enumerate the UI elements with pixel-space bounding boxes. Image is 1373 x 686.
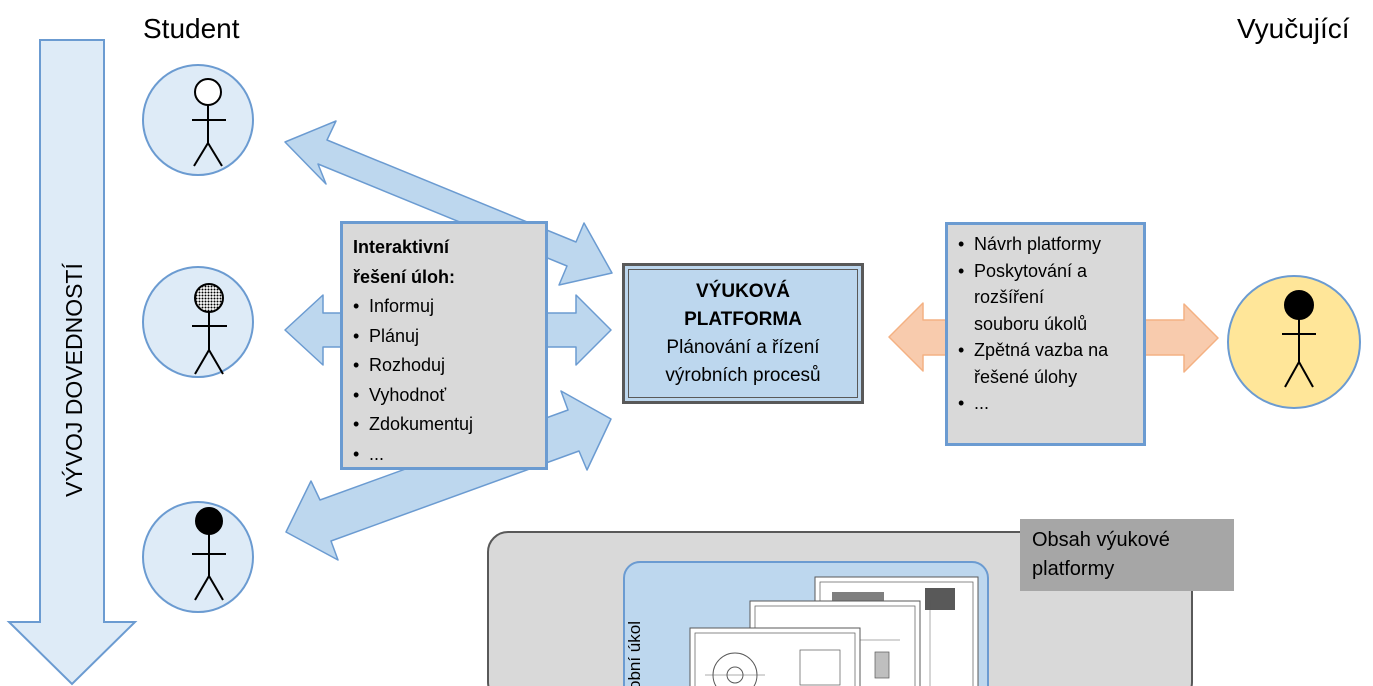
task-item-evaluate: Vyhodnoť: [353, 381, 535, 411]
interactive-tasks-box: Interaktivní řešení úloh: Informuj Plánu…: [340, 221, 548, 470]
teacher-list: Návrh platformy Poskytování a rozšíření …: [958, 231, 1133, 417]
technical-drawing-sheets-icon: [689, 576, 979, 686]
platform-subtitle-line2: výrobních procesů: [665, 364, 821, 386]
teacher-item-task-provision: Poskytování a rozšíření souboru úkolů: [958, 258, 1133, 338]
stick-figure-beginner-icon: [192, 78, 226, 167]
platform-subtitle-line1: Plánování a řízení: [666, 336, 820, 358]
skill-development-arrow: [6, 39, 138, 686]
tasks-title-line2: řešení úloh:: [353, 266, 456, 287]
teacher-item-feedback: Zpětná vazba na řešené úlohy: [958, 337, 1133, 390]
task-item-inform: Informuj: [353, 292, 535, 322]
student-heading: Student: [143, 13, 240, 44]
tasks-list: Informuj Plánuj Rozhoduj Vyhodnoť Zdokum…: [353, 292, 535, 469]
task-item-decide: Rozhoduj: [353, 351, 535, 381]
teacher-item-platform-design: Návrh platformy: [958, 231, 1133, 258]
task-item-plan: Plánuj: [353, 322, 535, 352]
learning-platform-box: VÝUKOVÁ PLATFORMA Plánování a řízení výr…: [622, 263, 864, 404]
arrow-orange-left: [888, 302, 953, 372]
tasks-title-line1: Interaktivní: [353, 237, 450, 257]
stick-figure-advanced-icon: [192, 507, 226, 601]
task-item-document: Zdokumentuj: [353, 410, 535, 440]
platform-title-line1: VÝUKOVÁ: [696, 280, 790, 302]
teacher-tasks-box: Návrh platformy Poskytování a rozšíření …: [945, 222, 1146, 446]
content-label-line2: platformy: [1032, 558, 1115, 580]
skill-axis-label: VÝVOJ DOVEDNOSTÍ: [61, 263, 87, 497]
content-tab-label: obní úkol: [625, 621, 644, 686]
content-label-line1: Obsah výukové: [1032, 529, 1170, 551]
student-advanced-circle: [142, 501, 254, 613]
task-item-more: ...: [353, 440, 535, 470]
platform-title-line2: PLATFORMA: [684, 308, 802, 330]
teacher-heading: Vyučující: [1237, 13, 1350, 44]
teacher-circle: [1227, 275, 1361, 409]
teacher-item-more: ...: [958, 390, 1133, 417]
stick-figure-teacher-icon: [1282, 290, 1316, 388]
arrow-orange-right: [1141, 303, 1219, 373]
student-intermediate-circle: [142, 266, 254, 378]
platform-content-label: Obsah výukové platformy: [1020, 519, 1234, 591]
stick-figure-intermediate-icon: [192, 283, 227, 375]
